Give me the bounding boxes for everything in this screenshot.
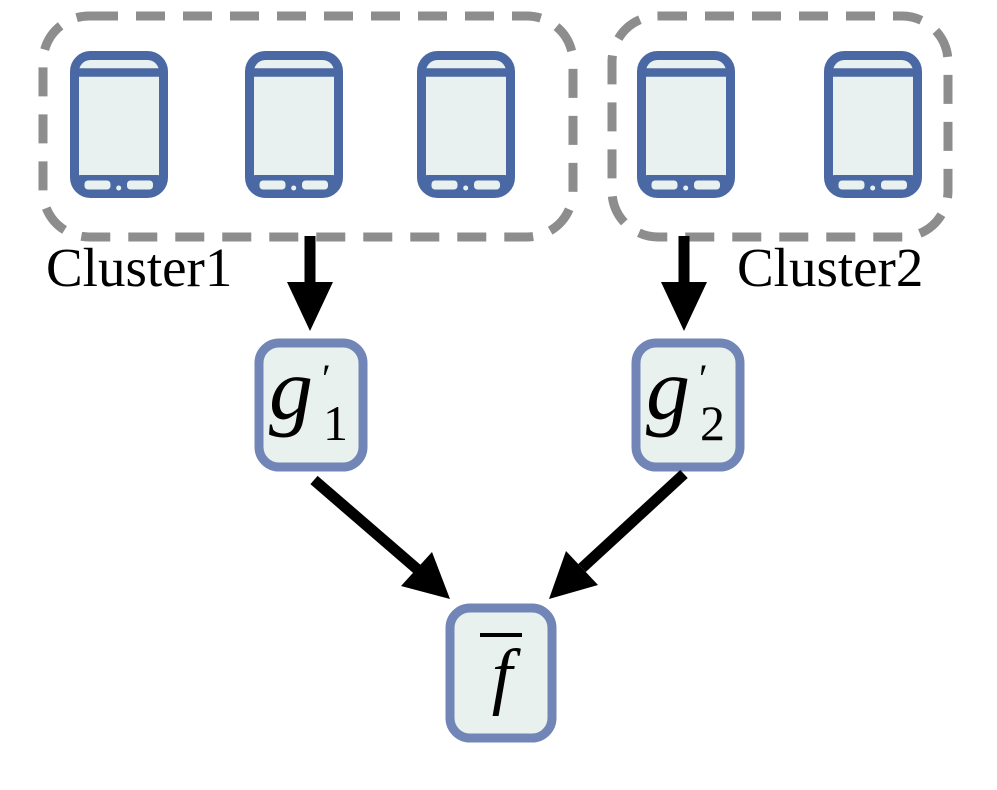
smartphone-icon [75, 56, 164, 194]
g2-subscript: 2 [700, 395, 725, 451]
smartphone-icon [642, 56, 731, 194]
g1-subscript: 1 [323, 395, 348, 451]
node-g2-box [631, 338, 745, 472]
f-overline: f [479, 633, 523, 713]
g1-prime: ′ [322, 356, 331, 401]
g1-base: g [269, 342, 313, 439]
cluster1-boundary [38, 11, 578, 242]
node-f-label: f [450, 608, 552, 738]
node-g1-label: g ′ 1 [259, 343, 363, 467]
cluster2-label: Cluster2 [737, 237, 924, 298]
cluster1-label: Cluster1 [46, 237, 233, 298]
smartphone-icon [422, 56, 511, 194]
arrow-g2-to-f [549, 469, 688, 599]
node-g2-label: g ′ 2 [636, 343, 740, 467]
node-f-box [445, 603, 557, 743]
smartphone-icon [250, 56, 339, 194]
arrow-cluster1-to-g1 [287, 236, 333, 331]
f-base: f [491, 635, 513, 717]
node-g1-box [254, 338, 368, 472]
arrow-g1-to-f [310, 475, 450, 599]
cluster2-boundary [607, 11, 953, 242]
smartphone-icon [829, 56, 918, 194]
g2-base: g [646, 342, 690, 439]
arrow-cluster2-to-g2 [661, 236, 707, 331]
g2-prime: ′ [699, 356, 708, 401]
